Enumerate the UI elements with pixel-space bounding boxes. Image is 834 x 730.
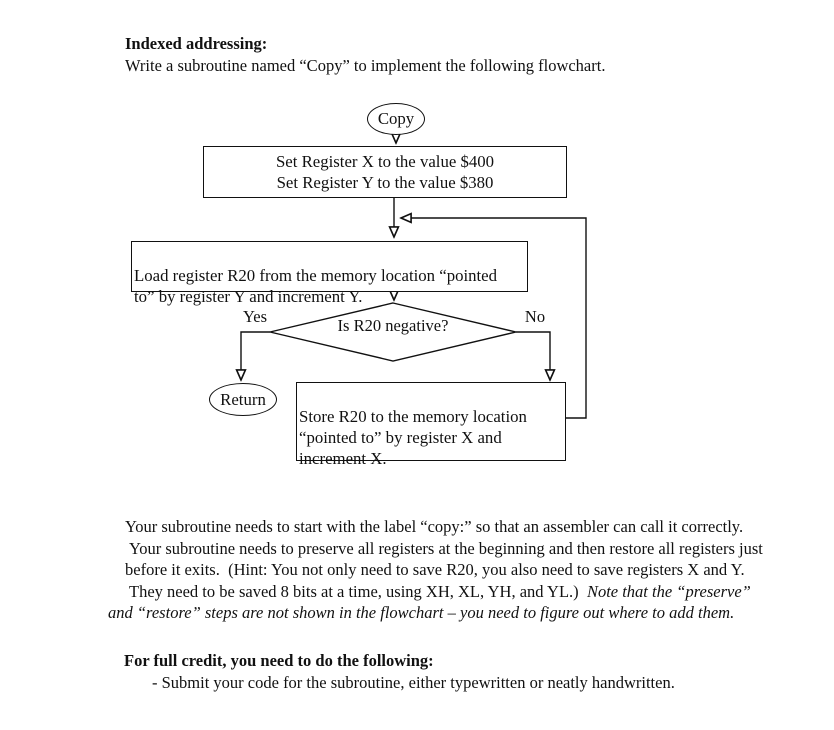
- init-registers-text: Set Register X to the value $400 Set Reg…: [275, 151, 495, 193]
- paragraph-line4-italic: Note that the “preserve”: [586, 581, 751, 601]
- paragraph-line: They need to be saved 8 bits at a time, …: [125, 581, 763, 603]
- credit-block: For full credit, you need to do the foll…: [124, 650, 675, 693]
- start-oval: Copy: [367, 103, 425, 135]
- decision-label: Is R20 negative?: [337, 316, 449, 335]
- connector-feedback-loop: [401, 218, 587, 419]
- start-oval-label: Copy: [377, 109, 415, 129]
- connector-yes-branch: [241, 331, 270, 380]
- credit-item: - Submit your code for the subroutine, e…: [152, 672, 675, 692]
- paragraph-line4-normal: They need to be saved 8 bits at a time, …: [129, 581, 587, 601]
- connector-no-branch: [516, 331, 550, 380]
- paragraph-line: Your subroutine needs to preserve all re…: [129, 538, 763, 558]
- return-oval-label: Return: [220, 389, 266, 409]
- load-register-box: Load register R20 from the memory locati…: [131, 241, 528, 306]
- intro-block: Indexed addressing: Write a subroutine n…: [125, 33, 605, 76]
- paragraph-line: before it exits. (Hint: You not only nee…: [125, 560, 745, 579]
- paragraph-line: and “restore” steps are not shown in the…: [108, 603, 735, 622]
- credit-heading: For full credit, you need to do the foll…: [124, 651, 434, 670]
- store-register-box: Store R20 to the memory location “pointe…: [296, 382, 566, 468]
- no-branch-label: No: [524, 307, 546, 326]
- return-oval: Return: [209, 383, 277, 416]
- body-paragraph: Your subroutine needs to start with the …: [108, 516, 763, 624]
- decision-diamond: [269, 302, 517, 362]
- store-register-text: Store R20 to the memory location “pointe…: [299, 407, 527, 468]
- load-register-text: Load register R20 from the memory locati…: [134, 265, 498, 307]
- paragraph-line: Your subroutine needs to start with the …: [125, 517, 744, 536]
- intro-line: Write a subroutine named “Copy” to imple…: [125, 55, 606, 75]
- intro-heading: Indexed addressing:: [125, 34, 268, 53]
- init-registers-box: Set Register X to the value $400 Set Reg…: [203, 146, 567, 198]
- yes-branch-label: Yes: [242, 307, 267, 326]
